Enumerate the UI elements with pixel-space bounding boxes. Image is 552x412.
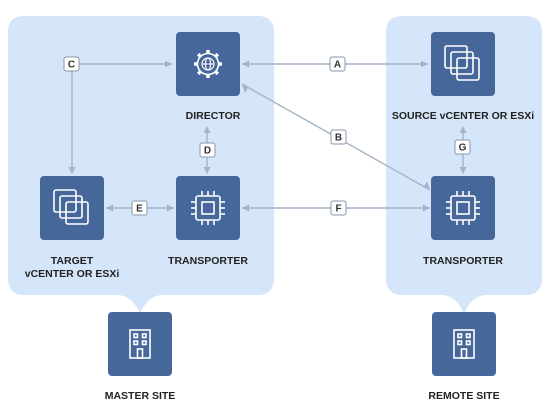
gear-globe-icon xyxy=(194,50,222,78)
master-site-node[interactable] xyxy=(108,312,172,376)
connector-g-arrow-down xyxy=(459,167,467,174)
connector-d-arrow-up xyxy=(203,126,211,133)
chip-icon xyxy=(191,191,225,225)
vcenter-icon xyxy=(53,189,89,225)
master-site-label: MASTER SITE xyxy=(105,390,176,402)
target-label-line2: vCENTER OR ESXi xyxy=(25,268,120,280)
remote-site-node[interactable] xyxy=(432,312,496,376)
badge-g-label: G xyxy=(459,143,467,154)
target-label-line1: TARGET xyxy=(51,255,94,267)
source-vcenter-node[interactable] xyxy=(431,32,495,96)
building-icon xyxy=(129,329,151,359)
remote-transporter-node[interactable] xyxy=(431,176,495,240)
vcenter-icon xyxy=(444,45,480,81)
remote-transporter-label: TRANSPORTER xyxy=(423,255,503,267)
connector-c-arrow-end xyxy=(165,60,172,68)
building-icon xyxy=(453,329,475,359)
badge-f: F xyxy=(330,200,347,216)
badge-b-label: B xyxy=(335,133,342,144)
connector-f-arrow-left xyxy=(242,204,249,212)
badge-a: A xyxy=(329,56,346,72)
remote-site-label: REMOTE SITE xyxy=(428,390,499,402)
connector-c-arrow-down xyxy=(68,167,76,174)
connector-f-arrow-right xyxy=(423,204,430,212)
connector-b-arrow-end xyxy=(423,181,430,190)
target-vcenter-node[interactable] xyxy=(40,176,104,240)
connector-d-arrow-down xyxy=(203,167,211,174)
source-label: SOURCE vCENTER OR ESXi xyxy=(392,110,534,122)
connector-g-arrow-up xyxy=(459,126,467,133)
connector-e-arrow-left xyxy=(106,204,113,212)
connector-a-arrow-left xyxy=(242,60,249,68)
connector-b-arrow-start xyxy=(242,84,249,93)
connector-e-arrow-right xyxy=(167,204,174,212)
badge-e: E xyxy=(131,200,148,216)
badge-g: G xyxy=(454,139,471,155)
badge-e-label: E xyxy=(136,204,143,215)
master-transporter-node[interactable] xyxy=(176,176,240,240)
badge-d: D xyxy=(199,142,216,158)
director-label: DIRECTOR xyxy=(186,110,241,122)
badge-b: B xyxy=(330,129,347,145)
badge-c-label: C xyxy=(68,60,75,71)
badge-f-label: F xyxy=(335,204,341,215)
director-node[interactable] xyxy=(176,32,240,96)
remote-site-panel xyxy=(386,16,542,314)
badge-c: C xyxy=(63,56,80,72)
badge-a-label: A xyxy=(334,60,341,71)
chip-icon xyxy=(446,191,480,225)
badge-d-label: D xyxy=(204,146,211,157)
master-transporter-label: TRANSPORTER xyxy=(168,255,248,267)
connector-a-arrow-right xyxy=(421,60,428,68)
